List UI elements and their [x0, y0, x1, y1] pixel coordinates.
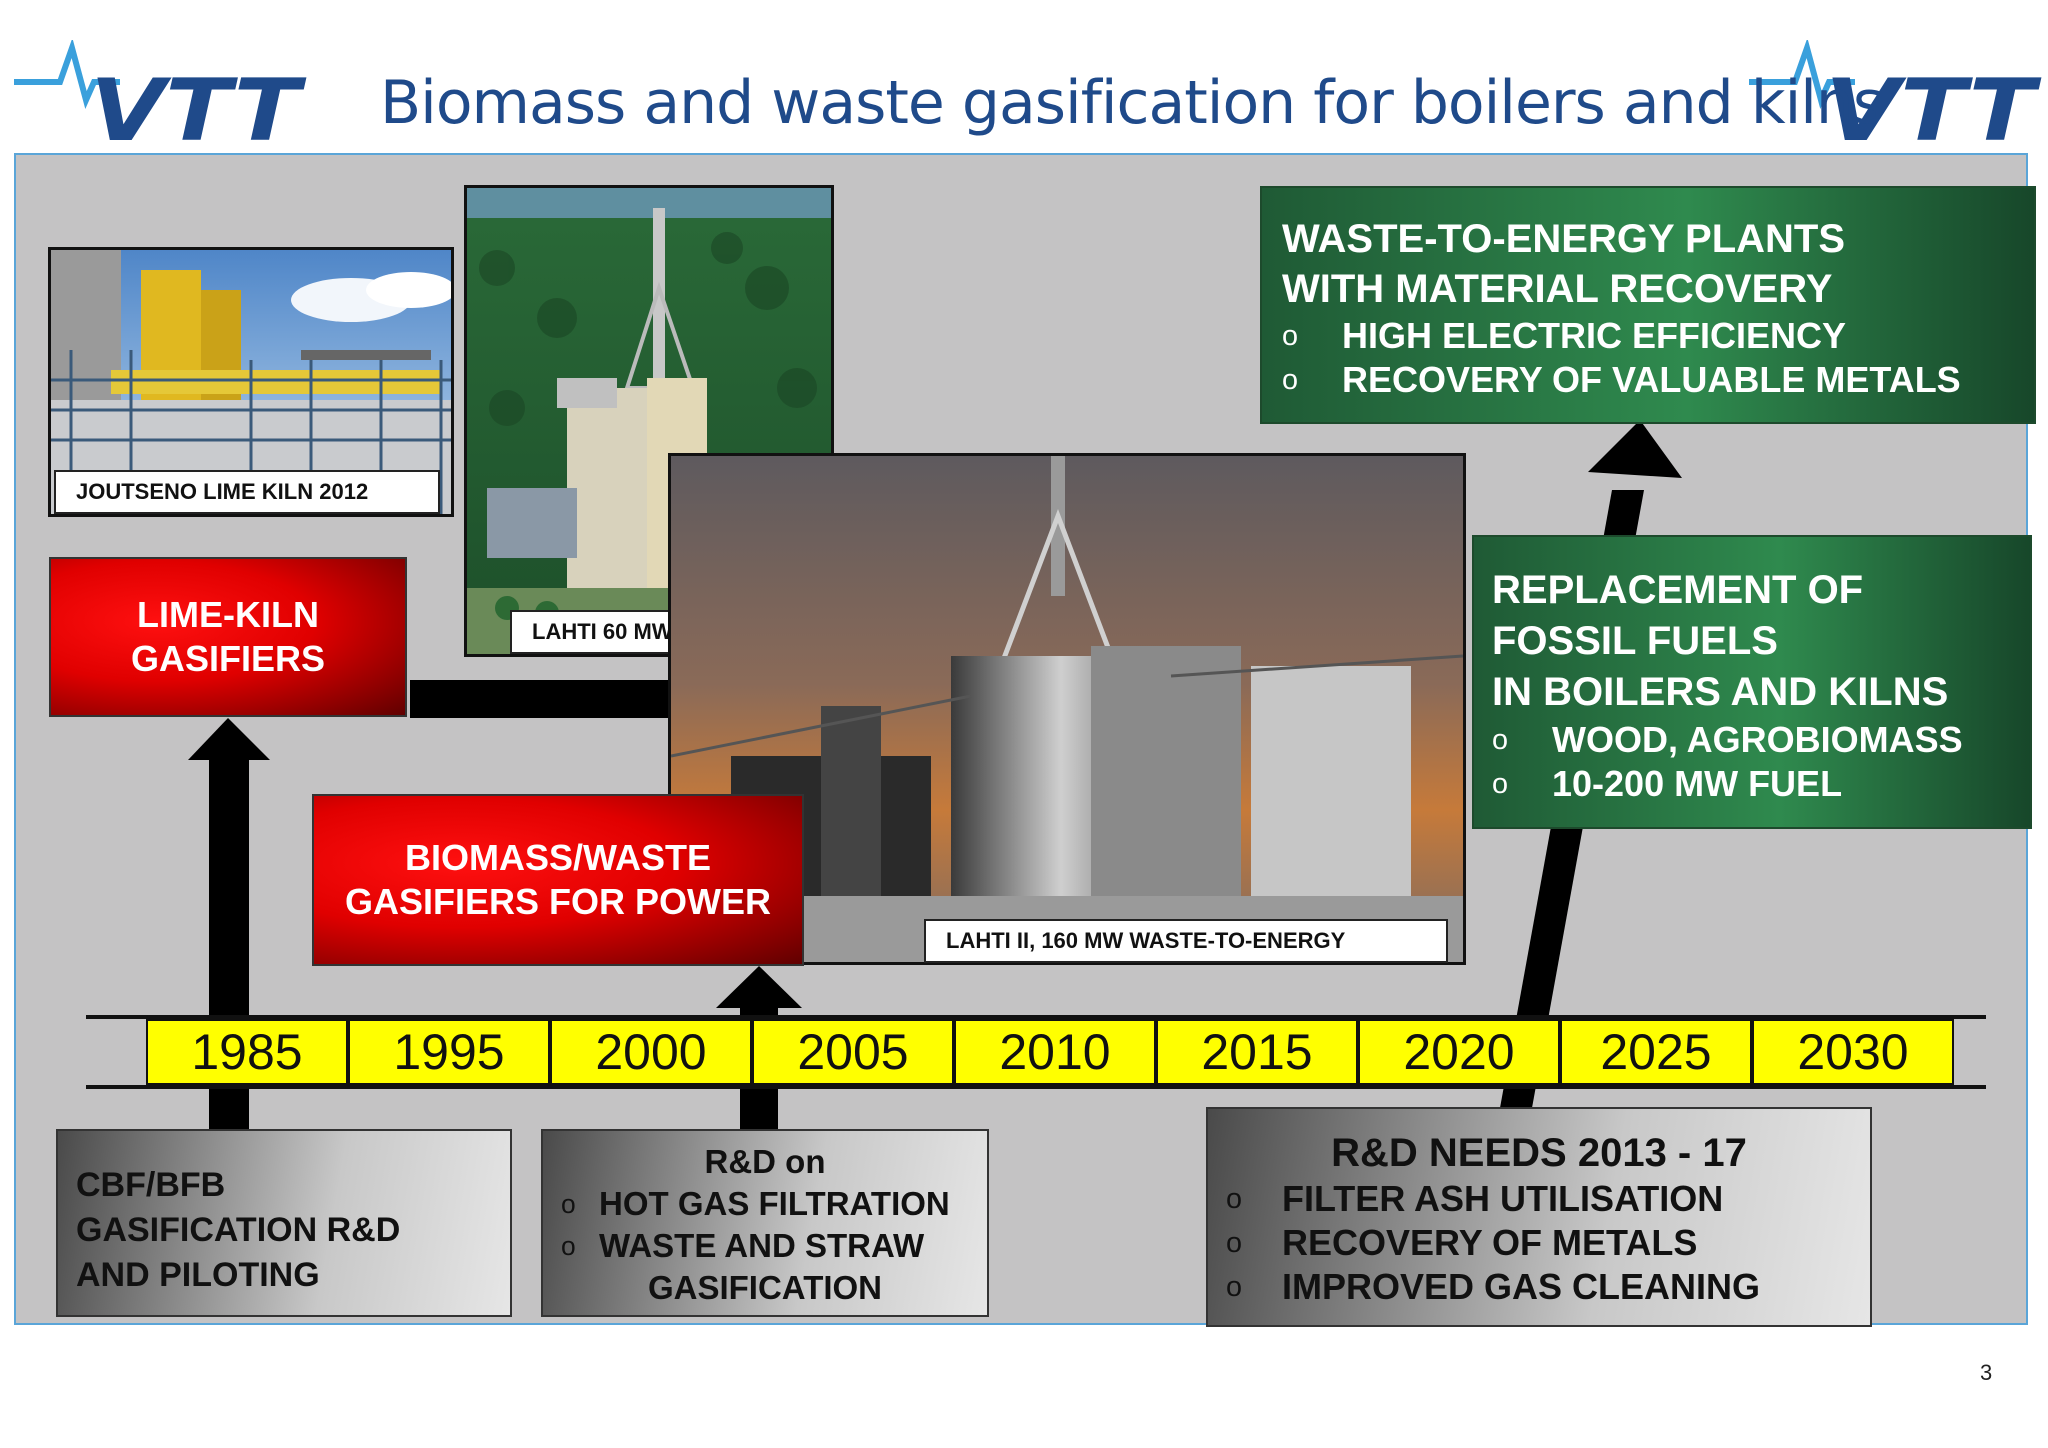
repl-bullet-2: o 10-200 MW FUEL: [1492, 762, 2030, 806]
lime-kiln-line-2: GASIFIERS: [130, 638, 326, 679]
bullet-marker: o: [1226, 1227, 1243, 1259]
timeline-year-1985: 1985: [146, 1019, 348, 1085]
rd-on-box: R&D on o HOT GAS FILTRATION o WASTE AND …: [541, 1129, 989, 1317]
cbf-line-3: AND PILOTING: [76, 1256, 320, 1294]
wte-bullet-text: HIGH ELECTRIC EFFICIENCY: [1342, 315, 1847, 356]
rd-needs-bullet-text: FILTER ASH UTILISATION: [1282, 1178, 1724, 1219]
caption-joutseno: JOUTSENO LIME KILN 2012: [54, 470, 440, 514]
rd-on-heading: R&D on: [704, 1143, 826, 1180]
rd-on-bullet-2: o WASTE AND STRAW: [561, 1225, 987, 1267]
rd-needs-bullet-1: o FILTER ASH UTILISATION: [1226, 1177, 1870, 1221]
page-title: Biomass and waste gasification for boile…: [380, 68, 1884, 138]
timeline-year-2015: 2015: [1156, 1019, 1358, 1085]
repl-bullet-text: WOOD, AGROBIOMASS: [1552, 719, 1963, 760]
timeline-rail-bottom: [86, 1085, 1986, 1089]
vtt-logo-left: VTT: [14, 40, 307, 150]
rd-on-bullet-text: HOT GAS FILTRATION: [599, 1185, 950, 1222]
bullet-marker: o: [561, 1231, 576, 1261]
bullet-marker: o: [1492, 768, 1509, 800]
cbf-line-1: CBF/BFB: [76, 1166, 226, 1204]
arrowhead-1985: [188, 718, 270, 760]
arrowhead-2005: [716, 966, 802, 1008]
timeline-year-2030: 2030: [1752, 1019, 1954, 1085]
timeline-rail-top: [86, 1015, 1986, 1019]
replacement-fossil-fuels-box: REPLACEMENT OF FOSSIL FUELS IN BOILERS A…: [1472, 535, 2032, 829]
repl-bullet-text: 10-200 MW FUEL: [1552, 763, 1843, 804]
arrowhead-waste-to-energy: [1588, 420, 1682, 478]
timeline-year-2025: 2025: [1560, 1019, 1752, 1085]
wte-line-1: WASTE-TO-ENERGY PLANTS: [1282, 217, 1846, 261]
repl-bullet-1: o WOOD, AGROBIOMASS: [1492, 718, 2030, 762]
bullet-marker: o: [561, 1189, 576, 1219]
rd-needs-bullet-text: IMPROVED GAS CLEANING: [1282, 1266, 1761, 1307]
logo-text: VTT: [90, 61, 307, 150]
bullet-marker: o: [1226, 1183, 1243, 1215]
cbf-bfb-box: CBF/BFB GASIFICATION R&D AND PILOTING: [56, 1129, 512, 1317]
bullet-marker: o: [1282, 320, 1299, 352]
rd-needs-bullet-3: o IMPROVED GAS CLEANING: [1226, 1265, 1870, 1309]
bullet-marker: o: [1226, 1271, 1243, 1303]
rd-on-bullet-text: WASTE AND STRAW: [599, 1227, 925, 1264]
wte-bullet-1: o HIGH ELECTRIC EFFICIENCY: [1282, 314, 2034, 358]
rd-needs-bullet-text: RECOVERY OF METALS: [1282, 1222, 1698, 1263]
lime-kiln-line-1: LIME-KILN: [137, 594, 319, 635]
cbf-line-2: GASIFICATION R&D: [76, 1211, 401, 1249]
rd-needs-bullet-2: o RECOVERY OF METALS: [1226, 1221, 1870, 1265]
wte-bullet-text: RECOVERY OF VALUABLE METALS: [1342, 359, 1961, 400]
bullet-marker: o: [1282, 364, 1299, 396]
page-number: 3: [1980, 1360, 1993, 1385]
bullet-marker: o: [1492, 724, 1509, 756]
waste-to-energy-box: WASTE-TO-ENERGY PLANTS WITH MATERIAL REC…: [1260, 186, 2036, 424]
repl-line-3: IN BOILERS AND KILNS: [1492, 670, 1949, 714]
repl-line-2: FOSSIL FUELS: [1492, 619, 1778, 663]
timeline-year-1995: 1995: [348, 1019, 550, 1085]
wte-line-2: WITH MATERIAL RECOVERY: [1282, 267, 1833, 311]
timeline-year-2020: 2020: [1358, 1019, 1560, 1085]
vtt-logo-right: VTT: [1749, 40, 2042, 150]
timeline-year-2000: 2000: [550, 1019, 752, 1085]
biomass-line-1: BIOMASS/WASTE: [404, 837, 712, 878]
lime-kiln-gasifiers-box: LIME-KILN GASIFIERS: [49, 557, 407, 717]
logo-text: VTT: [1825, 61, 2042, 150]
caption-lahti-ii: LAHTI II, 160 MW WASTE-TO-ENERGY: [924, 919, 1448, 963]
rd-needs-box: R&D NEEDS 2013 - 17 o FILTER ASH UTILISA…: [1206, 1107, 1872, 1327]
repl-line-1: REPLACEMENT OF: [1492, 568, 1864, 612]
timeline-year-2005: 2005: [752, 1019, 954, 1085]
biomass-waste-gasifiers-box: BIOMASS/WASTE GASIFIERS FOR POWER: [312, 794, 804, 966]
biomass-line-2: GASIFIERS FOR POWER: [344, 881, 772, 922]
rd-needs-heading: R&D NEEDS 2013 - 17: [1331, 1131, 1747, 1175]
wte-bullet-2: o RECOVERY OF VALUABLE METALS: [1282, 358, 2034, 402]
timeline-year-2010: 2010: [954, 1019, 1156, 1085]
rd-on-bullet-1: o HOT GAS FILTRATION: [561, 1183, 987, 1225]
rd-on-tail: GASIFICATION: [647, 1269, 883, 1306]
